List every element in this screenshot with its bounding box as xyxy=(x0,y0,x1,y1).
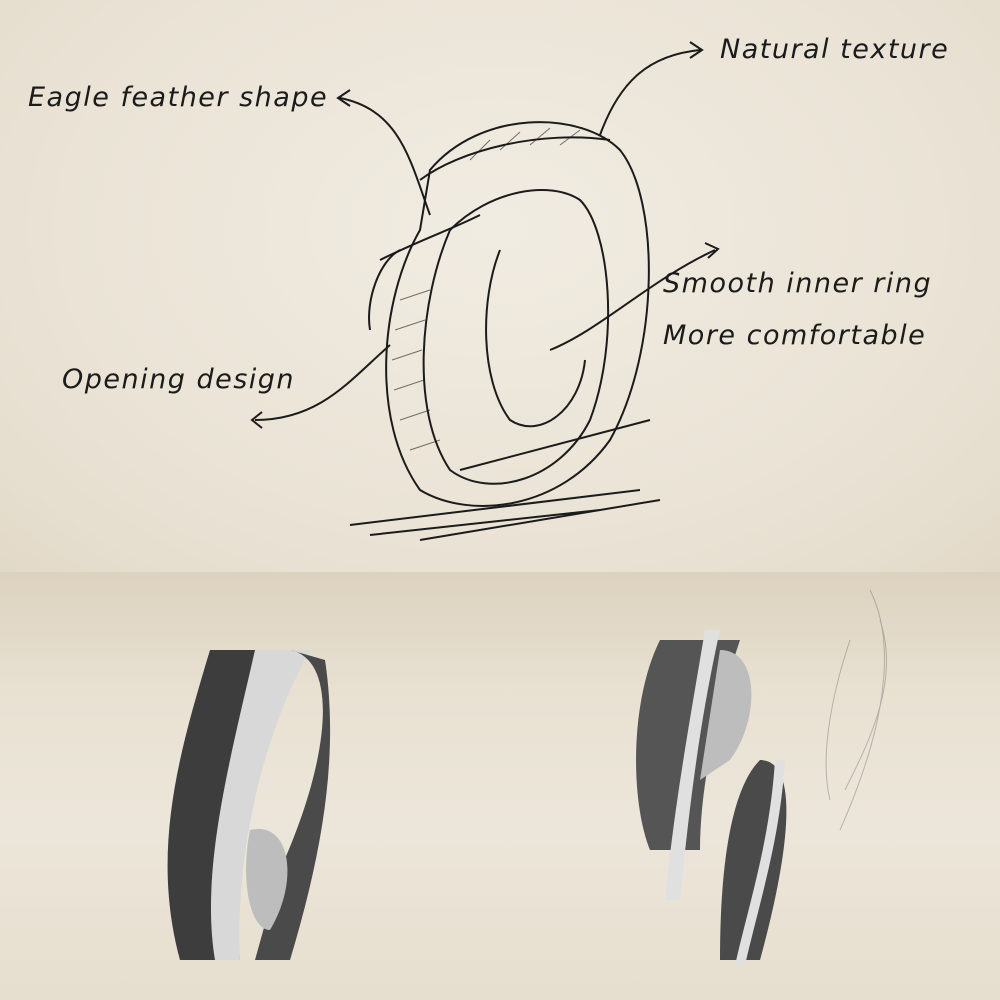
label-natural-texture: Natural texture xyxy=(720,34,950,65)
label-smooth-inner-ring: Smooth inner ring xyxy=(663,268,933,299)
ring-photo-right xyxy=(636,630,787,965)
label-opening-design: Opening design xyxy=(62,364,296,395)
sketch-panel xyxy=(0,0,1000,572)
label-eagle-feather-shape: Eagle feather shape xyxy=(28,82,329,113)
photo-panel xyxy=(0,572,1000,1000)
label-more-comfortable: More comfortable xyxy=(663,320,927,351)
ring-photo-left xyxy=(167,650,331,960)
feather-watermark xyxy=(825,589,888,831)
